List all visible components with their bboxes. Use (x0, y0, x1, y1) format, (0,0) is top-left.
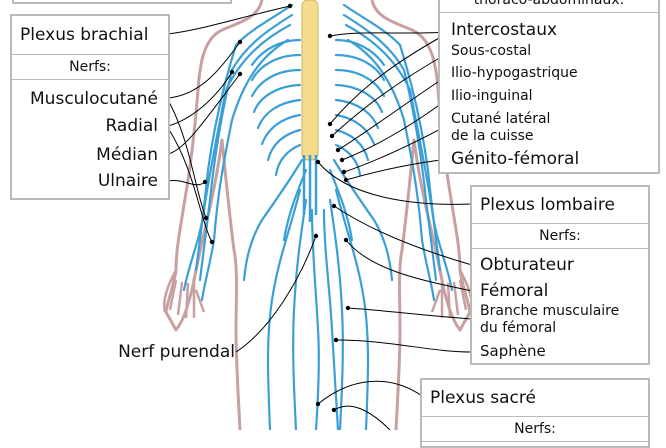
nerve-obturator: Obturateur (480, 255, 574, 275)
nerve-femoral: Fémoral (480, 281, 549, 301)
thoracic-partial-title: thoraco-abdominaux: (440, 0, 658, 13)
nerve-genitofemoral: Génito-fémoral (451, 149, 580, 169)
sacral-plexus-box: Plexus sacré Nerfs: (420, 378, 650, 448)
nerve-network (182, 3, 454, 430)
hand-outlines (163, 269, 473, 319)
lumbar-plexus-title: Plexus lombaire (480, 195, 615, 215)
brachial-nerfs-label: Nerfs: (12, 54, 168, 80)
lumbar-plexus-box: Plexus lombaire Nerfs: (470, 185, 650, 365)
nerve-radial: Radial (105, 116, 158, 136)
nervous-system-diagram (163, 0, 473, 430)
nerve-saphenous: Saphène (480, 342, 546, 360)
spinal-cord (301, 0, 319, 161)
nerve-lateral-cutaneous-line1: Cutané latéral (451, 111, 551, 127)
lumbar-nerfs-label: Nerfs: (472, 223, 648, 249)
nerve-ulnar: Ulnaire (97, 171, 158, 191)
nerve-femoral-muscular-branch-line2: du fémoral (480, 320, 557, 336)
cauda-equina (302, 155, 318, 222)
nerve-iliohypogastric: Ilio-hypogastrique (451, 65, 578, 81)
nerve-median: Médian (96, 145, 158, 165)
nerve-intercostal: Intercostaux (451, 20, 558, 40)
nerve-ilioinguinal: Ilio-inguinal (451, 88, 533, 104)
sacral-plexus-title: Plexus sacré (430, 388, 536, 408)
top-left-partial-box (12, 0, 232, 4)
nerve-subcostal: Sous-costal (451, 43, 532, 59)
nerve-lateral-cutaneous-line2: de la cuisse (451, 128, 534, 144)
leader-lines (167, 5, 473, 430)
brachial-plexus-title: Plexus brachial (20, 25, 149, 45)
nerve-pudendal: Nerf purendal (118, 342, 235, 362)
leader-dots (202, 3, 351, 413)
thoracic-box: thoraco-abdominaux: (438, 0, 660, 174)
sacral-nerfs-label: Nerfs: (422, 416, 648, 442)
nerve-musculocutaneous: Musculocutané (30, 89, 158, 109)
nerve-femoral-muscular-branch-line1: Branche musculaire (480, 303, 620, 319)
brachial-plexus-box: Plexus brachial Nerfs: (10, 14, 170, 200)
